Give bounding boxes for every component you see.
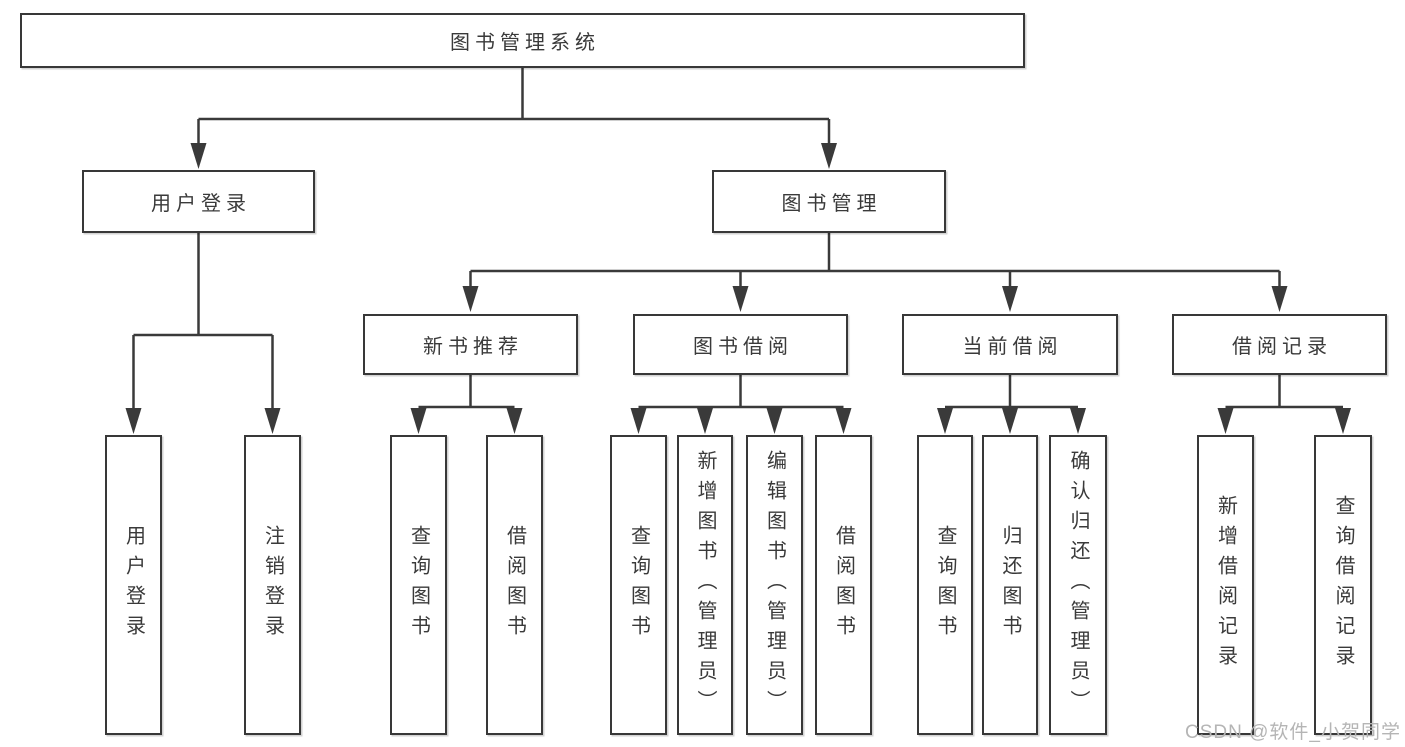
node-label: 查询借阅记录: [1332, 495, 1354, 675]
node-user-login: 用户登录: [82, 170, 315, 233]
arrow-icon: [190, 143, 207, 169]
node-query-books-current: 查询图书: [917, 435, 973, 735]
node-add-books-admin: 新增图书（管理员）: [677, 435, 733, 735]
node-borrow-records: 借阅记录: [1172, 314, 1387, 375]
arrow-icon: [1335, 408, 1351, 434]
arrow-icon: [125, 408, 142, 434]
node-label: 查询图书: [627, 525, 650, 645]
node-root: 图书管理系统: [20, 13, 1025, 68]
node-label: 借阅图书: [832, 525, 855, 645]
node-label: 借阅记录: [1232, 336, 1332, 358]
node-book-management: 图书管理: [712, 170, 946, 233]
node-book-borrow: 图书借阅: [633, 314, 848, 375]
node-label: 图书管理: [781, 193, 882, 215]
arrow-icon: [937, 408, 953, 434]
node-query-borrow-record: 查询借阅记录: [1314, 435, 1372, 735]
node-query-books-recommend: 查询图书: [390, 435, 447, 735]
node-label: 用户登录: [122, 525, 145, 645]
arrow-icon: [630, 408, 647, 434]
node-label: 新增借阅记录: [1214, 495, 1237, 675]
node-label: 查询图书: [407, 525, 430, 645]
node-label: 用户登录: [151, 193, 251, 215]
node-label: 图书管理系统: [450, 32, 600, 54]
node-label: 查询图书: [934, 525, 956, 645]
arrow-icon: [766, 408, 783, 434]
arrow-icon: [1070, 408, 1086, 434]
arrow-icon: [264, 408, 281, 434]
node-return-books: 归还图书: [982, 435, 1038, 735]
tree-branch-lines: [132, 68, 1343, 410]
arrow-icon: [1002, 286, 1018, 312]
node-borrow-books-leaf: 借阅图书: [815, 435, 872, 735]
node-add-borrow-record: 新增借阅记录: [1197, 435, 1254, 735]
node-label: 注销登录: [261, 525, 284, 645]
node-confirm-return-admin: 确认归还（管理员）: [1049, 435, 1107, 735]
node-current-borrow: 当前借阅: [902, 314, 1118, 375]
arrow-icon: [697, 408, 713, 434]
node-logout: 注销登录: [244, 435, 301, 735]
arrow-icon: [1271, 286, 1288, 312]
node-new-book-recommend: 新书推荐: [363, 314, 578, 375]
arrow-icon: [835, 408, 852, 434]
node-label: 新增图书（管理员）: [694, 450, 716, 720]
node-user-login-leaf: 用户登录: [105, 435, 162, 735]
node-edit-books-admin: 编辑图书（管理员）: [746, 435, 803, 735]
node-label: 编辑图书（管理员）: [763, 450, 786, 720]
node-label: 当前借阅: [962, 336, 1063, 358]
node-label: 确认归还（管理员）: [1067, 450, 1089, 720]
arrow-icon: [1217, 408, 1234, 434]
node-label: 图书借阅: [693, 336, 793, 358]
node-label: 借阅图书: [503, 525, 526, 645]
node-label: 归还图书: [999, 525, 1021, 645]
node-label: 新书推荐: [423, 336, 523, 358]
arrow-icon: [506, 408, 523, 434]
arrow-icon: [732, 286, 749, 312]
arrow-icon: [1002, 408, 1018, 434]
watermark: CSDN @软件_小贺同学: [1185, 722, 1401, 743]
arrow-icon: [410, 408, 427, 434]
node-borrow-books-recommend: 借阅图书: [486, 435, 543, 735]
arrow-icon: [821, 143, 837, 169]
arrow-icon: [462, 286, 479, 312]
node-query-books-borrow: 查询图书: [610, 435, 667, 735]
arrowheads: [125, 143, 1351, 434]
